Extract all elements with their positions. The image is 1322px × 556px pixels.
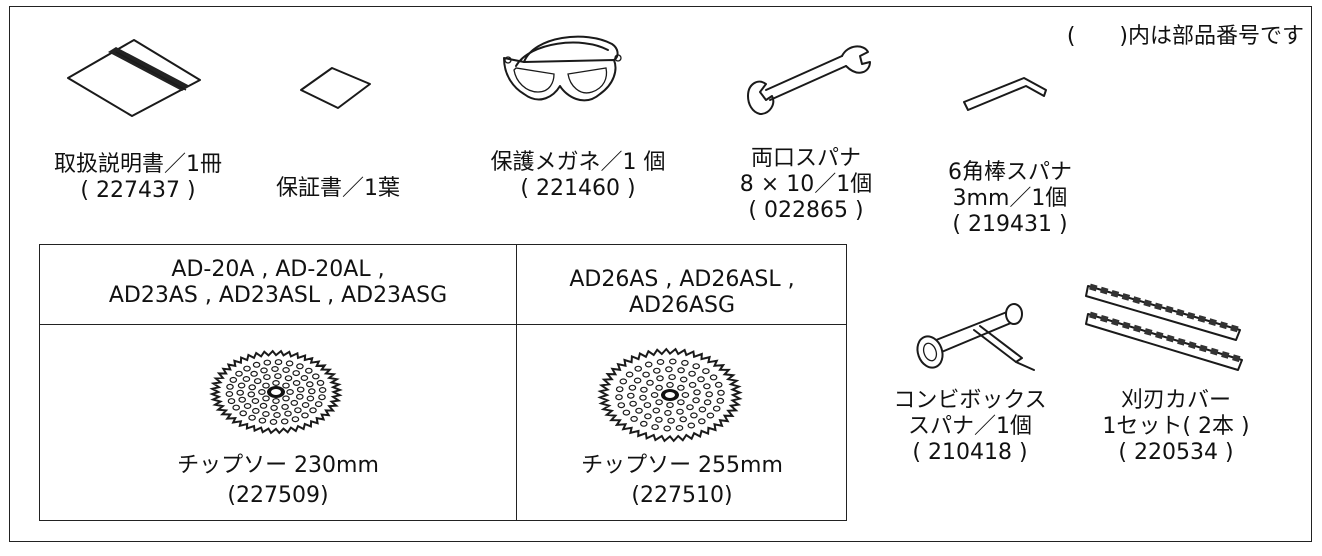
blade-table: AD-20A , AD-20AL ,AD23AS , AD23ASL , AD2… (39, 244, 847, 521)
chip-saw-blade-icon (597, 347, 743, 443)
accessory-list-frame (9, 6, 1312, 542)
double-end-wrench-icon (747, 45, 871, 115)
box-spanner-label: コンビボックススパナ／1個( 210418 ) (893, 388, 1047, 465)
box-spanner-icon (916, 303, 1035, 371)
part-number-note: ( )内は部品番号です (1066, 24, 1304, 49)
blade-cover-icon (1085, 283, 1243, 371)
goggles-label: 保護メガネ／1 個( 221460 ) (490, 150, 666, 201)
warranty-label: 保証書／1葉 (276, 176, 400, 201)
goggles-icon (503, 35, 622, 102)
models-header-2: AD26AS , AD26ASL ,AD26ASG (569, 267, 795, 318)
blade-label-2: チップソー 255mm(227510) (581, 453, 783, 508)
blade-label-1: チップソー 230mm(227509) (177, 453, 379, 508)
warranty-card-icon (300, 67, 371, 109)
hex-key-icon (963, 77, 1047, 111)
chip-saw-blade-icon (209, 349, 343, 435)
models-header-1: AD-20A , AD-20AL ,AD23AS , AD23ASL , AD2… (108, 257, 448, 308)
manual-label: 取扱説明書／1冊( 227437 ) (54, 152, 222, 203)
manual-icon (67, 39, 201, 117)
